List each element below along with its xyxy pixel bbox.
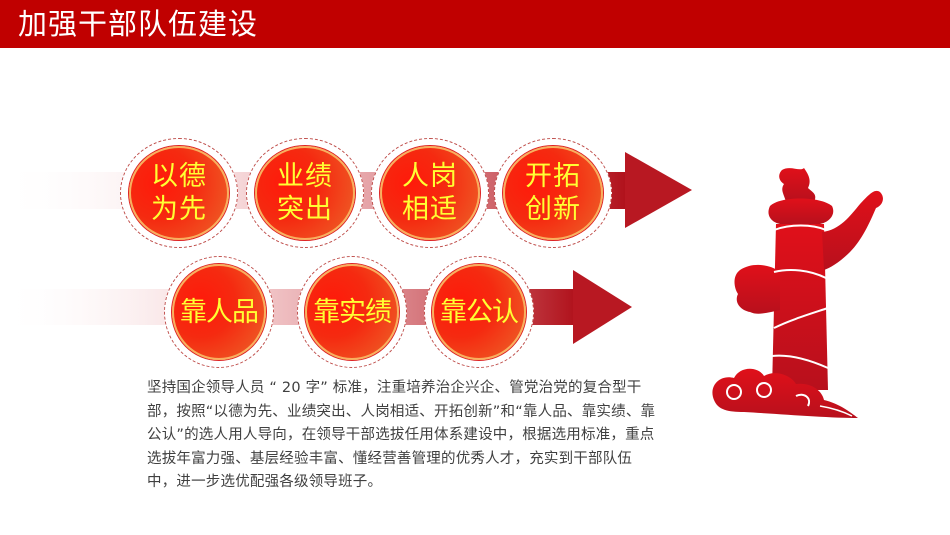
page-title: 加强干部队伍建设 <box>18 7 259 41</box>
badge-label: 靠公认 <box>440 296 519 328</box>
principle-badge-de-wei-xian: 以德为先 <box>129 146 229 240</box>
badge-line-2: 相适 <box>402 194 458 225</box>
huabiao-pillar-icon <box>712 168 883 418</box>
badge-line-2: 突出 <box>277 194 333 225</box>
badge-line-1: 业绩 <box>277 161 333 192</box>
badge-line-2: 为先 <box>151 194 207 225</box>
badge-line-1: 以德 <box>151 161 207 192</box>
badge-label: 靠实绩 <box>313 296 392 328</box>
description-paragraph: 坚持国企领导人员 “ 20 字” 标准，注重培养治企兴企、管党治党的复合型干部，… <box>147 380 656 490</box>
principle-badge-ren-gang-xiang-shi: 人岗相适 <box>380 146 480 240</box>
principle-badge-kao-ren-pin: 靠人品 <box>172 264 266 360</box>
badge-label: 靠人品 <box>180 296 259 328</box>
principle-badge-ye-ji-tu-chu: 业绩突出 <box>255 146 355 240</box>
badge-line-1: 开拓 <box>525 161 581 192</box>
principle-badge-kao-gong-ren: 靠公认 <box>432 264 526 360</box>
header-bar: 加强干部队伍建设 <box>0 0 950 48</box>
principle-badge-kai-tuo-chuang-xin: 开拓创新 <box>503 146 603 240</box>
principle-badge-kao-shi-ji: 靠实绩 <box>305 264 399 360</box>
badge-line-1: 人岗 <box>402 161 458 192</box>
badge-line-2: 创新 <box>525 194 581 225</box>
